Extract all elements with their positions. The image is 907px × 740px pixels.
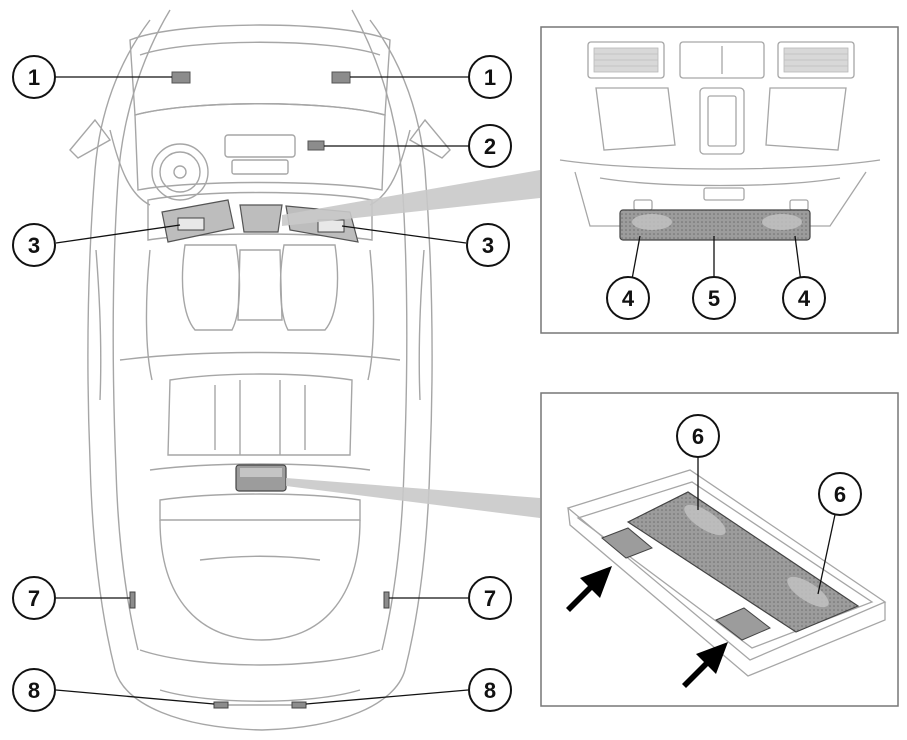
arrow-icon-2 <box>682 642 728 688</box>
callout-label: 4 <box>798 286 811 311</box>
callout-7-left: 7 <box>12 576 56 620</box>
callout-3-right: 3 <box>466 223 510 267</box>
boot-lamp-right <box>291 701 307 709</box>
vanity-lamp-right <box>317 219 345 233</box>
callout-1-left: 1 <box>12 55 56 99</box>
door-lamp-right <box>383 591 390 609</box>
lamp-markers <box>129 71 390 709</box>
callout-label: 1 <box>28 65 40 90</box>
callout-label: 5 <box>708 286 720 311</box>
front-roof-console <box>239 204 283 233</box>
callout-label: 2 <box>484 134 496 159</box>
callout-2: 2 <box>468 124 512 168</box>
rear-lamp-switch-left <box>601 527 653 559</box>
callout-label: 6 <box>692 424 704 449</box>
callout-7-right: 7 <box>468 576 512 620</box>
callout-label: 3 <box>28 233 40 258</box>
callouts: 1 1 2 3 3 4 5 4 <box>12 55 862 712</box>
vanity-lamp-left <box>177 217 205 231</box>
callout-label: 4 <box>622 286 635 311</box>
callout-6-left: 6 <box>676 414 720 458</box>
callout-6-right: 6 <box>818 472 862 516</box>
leader-lines <box>54 76 470 705</box>
callout-4-right: 4 <box>782 276 826 320</box>
arrow-icon-1 <box>566 566 612 612</box>
callout-1-right: 1 <box>468 55 512 99</box>
door-lamp-left <box>129 591 136 609</box>
callout-label: 1 <box>484 65 496 90</box>
callout-3-left: 3 <box>12 223 56 267</box>
front-footwell-lamp-right <box>331 71 351 84</box>
boot-lamp-left <box>213 701 229 709</box>
callout-label: 8 <box>484 678 496 703</box>
rear-lamp-switch-right <box>715 607 771 641</box>
car-outline <box>69 9 451 731</box>
callout-label: 3 <box>482 233 494 258</box>
callout-label: 7 <box>484 586 496 611</box>
callout-label: 8 <box>28 678 40 703</box>
glovebox-lamp <box>307 140 325 151</box>
front-footwell-lamp-left <box>171 71 191 84</box>
callout-4-left: 4 <box>606 276 650 320</box>
zoom-projections <box>282 170 540 518</box>
callout-8-left: 8 <box>12 668 56 712</box>
callout-label: 7 <box>28 586 40 611</box>
callout-8-right: 8 <box>468 668 512 712</box>
callout-5: 5 <box>692 276 736 320</box>
inset-rear-console <box>540 392 899 707</box>
callout-label: 6 <box>834 482 846 507</box>
